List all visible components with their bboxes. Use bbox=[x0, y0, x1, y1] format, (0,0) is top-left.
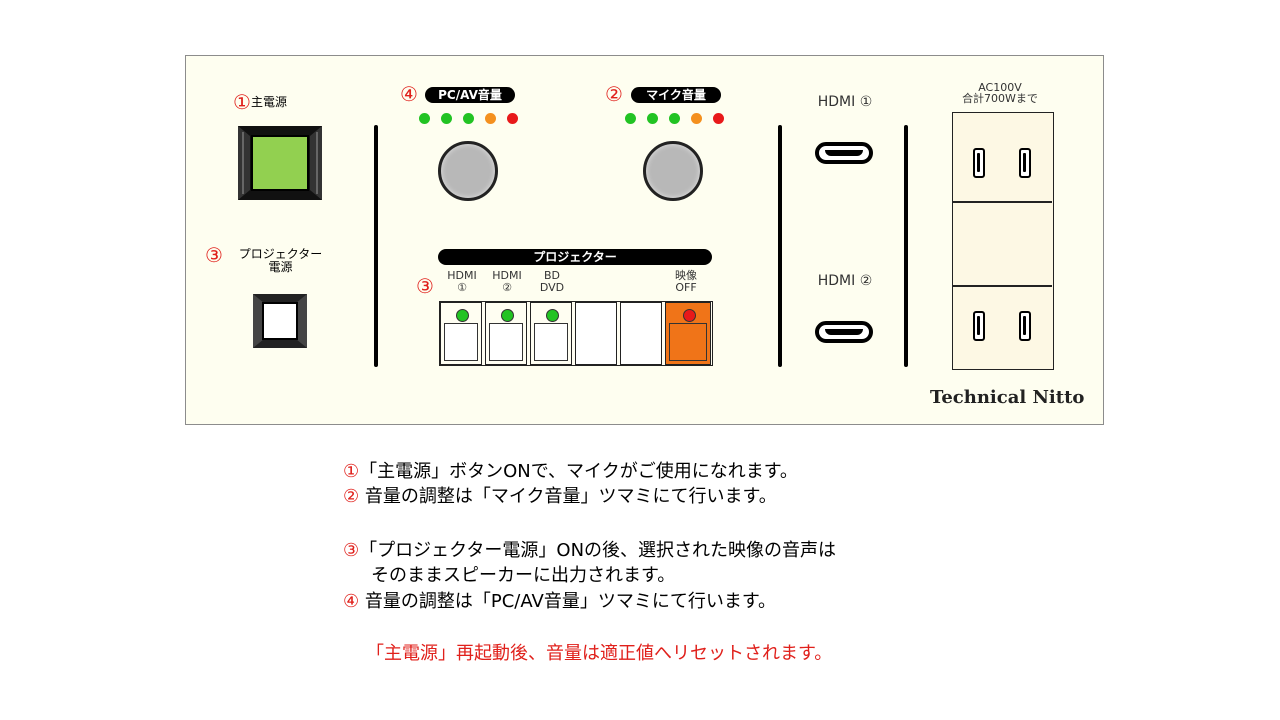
led-green bbox=[647, 113, 658, 124]
projector-title: プロジェクター bbox=[438, 249, 712, 265]
instruction-number: ④ bbox=[343, 591, 360, 612]
instruction-number: ③ bbox=[343, 540, 360, 561]
video-off-button[interactable] bbox=[665, 302, 711, 365]
led-orange bbox=[485, 113, 496, 124]
projector-power-line1: プロジェクター bbox=[238, 247, 323, 261]
pcav-volume-label: PC/AV音量 bbox=[425, 87, 515, 103]
led-green bbox=[441, 113, 452, 124]
instruction-line-5: ④ 音量の調整は「PC/AV音量」ツマミにて行います。 bbox=[343, 591, 776, 613]
led-green bbox=[456, 309, 469, 322]
ac-outlet bbox=[952, 112, 1054, 370]
instruction-line-3: ③「プロジェクター電源」ONの後、選択された映像の音声は bbox=[343, 540, 836, 562]
projector-power-number: ③ bbox=[205, 243, 223, 267]
divider-middle bbox=[778, 125, 782, 367]
input-button-bd-dvd[interactable] bbox=[530, 302, 572, 365]
main-power-text: 主電源 bbox=[250, 95, 287, 109]
outlet-socket-slot[interactable] bbox=[1019, 148, 1031, 178]
input-button-blank-1[interactable] bbox=[575, 302, 617, 365]
projector-power-line2: 電源 bbox=[268, 260, 293, 274]
mic-level-meter bbox=[625, 113, 735, 127]
outlet-socket-slot[interactable] bbox=[1019, 311, 1031, 341]
instruction-text: そのままスピーカーに出力されます。 bbox=[371, 565, 676, 586]
pcav-volume-number-wrap: ④ bbox=[400, 84, 418, 105]
instruction-line-1: ①「主電源」ボタンONで、マイクがご使用になれます。 bbox=[343, 461, 798, 483]
led-orange bbox=[691, 113, 702, 124]
reset-note: 「主電源」再起動後、音量は適正値へリセットされます。 bbox=[366, 643, 833, 664]
instruction-number: ② bbox=[343, 486, 360, 507]
mic-volume-knob[interactable] bbox=[643, 141, 703, 201]
instruction-text: 音量の調整は「マイク音量」ツマミにて行います。 bbox=[359, 486, 777, 507]
hdmi-port-1-icon[interactable] bbox=[815, 142, 873, 164]
instruction-number: ① bbox=[343, 461, 360, 482]
instruction-text: 「プロジェクター電源」ONの後、選択された映像の音声は bbox=[359, 540, 837, 561]
mic-volume-label: マイク音量 bbox=[631, 87, 721, 103]
mic-volume-number: ② bbox=[605, 82, 623, 106]
led-green bbox=[625, 113, 636, 124]
brand-logo: Technical Nitto bbox=[930, 387, 1085, 408]
led-green bbox=[501, 309, 514, 322]
input-button-hdmi2[interactable] bbox=[485, 302, 527, 365]
input-button-hdmi1[interactable] bbox=[440, 302, 482, 365]
led-green bbox=[669, 113, 680, 124]
main-power-number: ① bbox=[233, 90, 251, 114]
led-red bbox=[713, 113, 724, 124]
instruction-line-4: そのままスピーカーに出力されます。 bbox=[371, 565, 675, 587]
projector-number-wrap: ③ bbox=[416, 276, 434, 297]
led-green bbox=[419, 113, 430, 124]
instruction-text: 「主電源」ボタンONで、マイクがご使用になれます。 bbox=[359, 461, 798, 482]
led-green bbox=[546, 309, 559, 322]
hdmi-port-2-label: HDMI ② bbox=[817, 273, 873, 289]
main-power-label: ①主電源 bbox=[233, 92, 287, 113]
instruction-line-2: ② 音量の調整は「マイク音量」ツマミにて行います。 bbox=[343, 486, 777, 508]
projector-number: ③ bbox=[416, 274, 434, 298]
divider-right bbox=[904, 125, 908, 367]
led-green bbox=[463, 113, 474, 124]
pcav-level-meter bbox=[419, 113, 529, 127]
projector-power-button[interactable] bbox=[252, 293, 308, 349]
projector-button-row bbox=[439, 301, 713, 366]
pcav-volume-knob[interactable] bbox=[438, 141, 498, 201]
input-button-blank-2[interactable] bbox=[620, 302, 662, 365]
outlet-socket-slot[interactable] bbox=[973, 311, 985, 341]
led-red bbox=[507, 113, 518, 124]
projector-power-text: プロジェクター 電源 bbox=[228, 248, 333, 274]
hdmi-port-1-label: HDMI ① bbox=[817, 94, 873, 110]
divider-left bbox=[374, 125, 378, 367]
mic-volume-number-wrap: ② bbox=[605, 84, 623, 105]
outlet-label: AC100V 合計700Wまで bbox=[935, 82, 1065, 104]
pcav-volume-number: ④ bbox=[400, 82, 418, 106]
hdmi-port-2-icon[interactable] bbox=[815, 321, 873, 343]
outlet-label-line2: 合計700Wまで bbox=[962, 92, 1038, 105]
projector-power-label: ③ bbox=[205, 245, 223, 266]
main-power-button[interactable] bbox=[236, 124, 324, 202]
outlet-label-line1: AC100V bbox=[978, 81, 1022, 94]
led-red bbox=[683, 309, 696, 322]
outlet-socket-slot[interactable] bbox=[973, 148, 985, 178]
instruction-text: 音量の調整は「PC/AV音量」ツマミにて行います。 bbox=[359, 591, 777, 612]
